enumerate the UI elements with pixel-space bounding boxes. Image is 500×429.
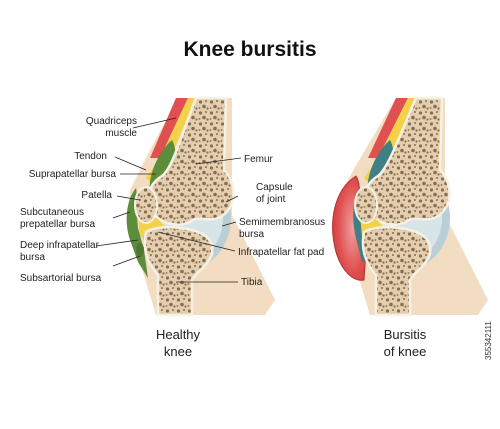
label-semimembranosus-line1: Semimembranosus	[239, 217, 325, 228]
bursitis-patella	[354, 186, 378, 224]
label-patella: Patella	[81, 190, 112, 201]
label-capsule-line1: Capsule	[256, 182, 293, 193]
bursitis-quadriceps	[368, 98, 408, 158]
label-subcutaneous-line2: prepatellar bursa	[20, 219, 95, 230]
healthy-patella	[134, 186, 158, 224]
healthy-prepatellar-bursa	[126, 188, 148, 278]
bursitis-tibia	[361, 226, 432, 317]
caption-bursitis-line2: of knee	[384, 344, 427, 359]
label-quadriceps-line2: muscle	[105, 128, 137, 139]
caption-healthy-line2: knee	[164, 344, 192, 359]
healthy-tibia	[143, 226, 214, 317]
label-capsule-line2: of joint	[256, 194, 286, 205]
label-suprapatellar-bursa: Suprapatellar bursa	[29, 169, 117, 180]
stock-id: 355342111	[484, 321, 493, 360]
caption-bursitis-line1: Bursitis	[384, 327, 427, 342]
label-subcutaneous-line1: Subcutaneous	[20, 207, 84, 218]
healthy-deep-bursa	[136, 243, 144, 257]
label-deep-bursa-line2: bursa	[20, 252, 45, 263]
diagram-title: Knee bursitis	[183, 38, 317, 61]
label-fat-pad: Infrapatellar fat pad	[238, 247, 324, 258]
bursitis-femur	[363, 96, 451, 226]
healthy-quadriceps	[150, 98, 188, 158]
label-tendon: Tendon	[74, 151, 107, 162]
caption-healthy-line1: Healthy	[156, 327, 201, 342]
label-subsartorial-bursa: Subsartorial bursa	[20, 273, 102, 284]
label-femur: Femur	[244, 154, 274, 165]
leader-lines	[95, 117, 242, 283]
label-deep-bursa-line1: Deep infrapatellar	[20, 240, 100, 251]
label-tibia: Tibia	[241, 277, 263, 288]
label-quadriceps-line1: Quadriceps	[86, 116, 137, 127]
bursitis-knee	[332, 96, 488, 317]
label-semimembranosus-line2: bursa	[239, 229, 264, 240]
healthy-suprapatellar-bursa	[149, 140, 176, 190]
healthy-femur	[147, 96, 235, 226]
